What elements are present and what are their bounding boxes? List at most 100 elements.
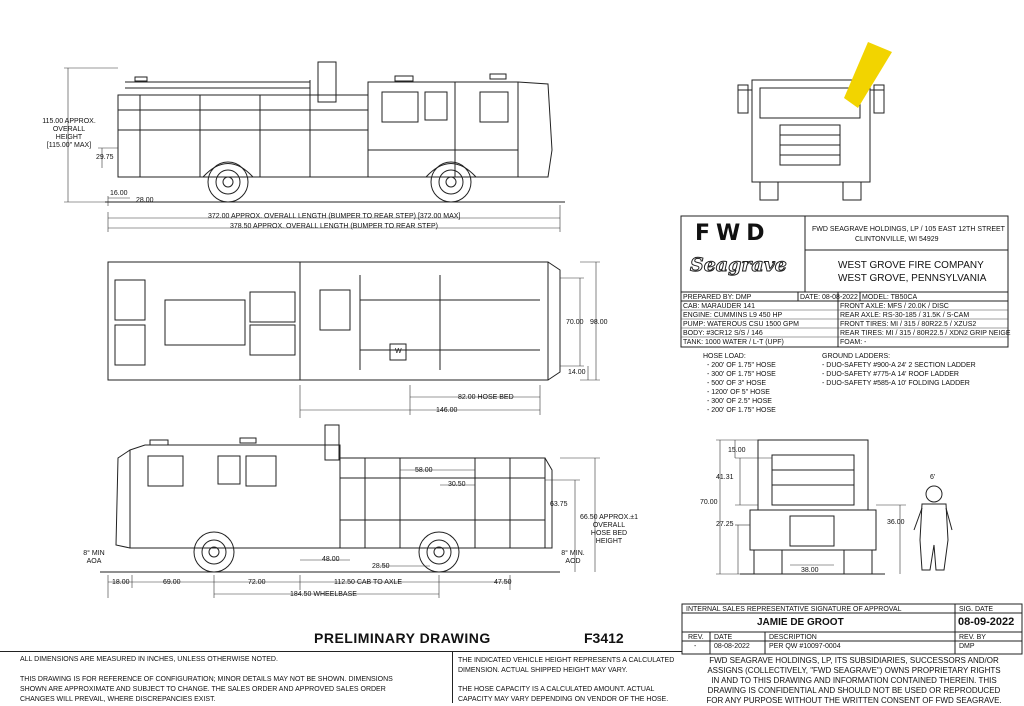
model: MODEL: TB50CA — [862, 294, 918, 301]
preliminary-drawing-title: PRELIMINARY DRAWING — [314, 630, 491, 646]
ground-ladders-title: GROUND LADDERS: — [822, 353, 891, 360]
dim-72-00: 72.00 — [248, 579, 266, 586]
dim-63-75: 63.75 — [550, 501, 568, 508]
rev-row-by: DMP — [959, 643, 975, 650]
w-label: W — [395, 348, 402, 355]
spec-body: BODY: #3CR12 S/S / 146 — [683, 330, 763, 337]
highlight-arrow — [844, 42, 892, 108]
spec-front-tires: FRONT TIRES: MI / 315 / 80R22.5 / XZUS2 — [840, 321, 977, 328]
aod-label: 8° MIN. AOD — [558, 550, 588, 566]
list-item: - 1200' OF 5" HOSE — [707, 389, 770, 396]
hose-bed-line: 66.50 APPROX.±1 — [580, 514, 638, 521]
address-line: CLINTONVILLE, WI 54929 — [855, 236, 939, 243]
dim-16-00: 16.00 — [110, 190, 128, 197]
footer-note-reference: SHOWN ARE APPROXIMATE AND SUBJECT TO CHA… — [20, 686, 386, 693]
dim-28-50: 28.50 — [372, 563, 390, 570]
dim-47-50: 47.50 — [494, 579, 512, 586]
hose-bed-height-label: 66.50 APPROX.±1 OVERALL HOSE BED HEIGHT — [578, 514, 640, 546]
description-label: DESCRIPTION — [769, 634, 817, 641]
overall-length-372: 372.00 APPROX. OVERALL LENGTH (BUMPER TO… — [208, 213, 461, 220]
list-item: - 300' OF 2.5" HOSE — [707, 398, 772, 405]
hose-bed-line: OVERALL — [592, 522, 626, 529]
dim-58-00: 58.00 — [415, 467, 433, 474]
legal-line: FWD SEAGRAVE HOLDINGS, LP, ITS SUBSIDIAR… — [709, 656, 999, 665]
aod-line: AOD — [565, 558, 581, 565]
footer-note-height: THE INDICATED VEHICLE HEIGHT REPRESENTS … — [458, 657, 675, 664]
rev-by-label: REV. BY — [959, 634, 986, 641]
footer-divider — [452, 651, 453, 703]
rear-dim-15-00: 15.00 — [728, 447, 746, 454]
legal-line: FOR ANY PURPOSE WITHOUT THE WRITTEN CONS… — [706, 696, 1002, 705]
dim-48-00: 48.00 — [322, 556, 340, 563]
legal-line: ASSIGNS (COLLECTIVELY, "FWD SEAGRAVE") O… — [707, 666, 1001, 675]
seagrave-logo: Seagrave — [690, 254, 788, 277]
footer-note-reference: THIS DRAWING IS FOR REFERENCE OF CONFIGU… — [20, 676, 393, 683]
rev-label: REV. — [688, 634, 704, 641]
dim-98-00: 98.00 — [590, 319, 608, 326]
spec-foam: FOAM: - — [840, 339, 867, 346]
rear-dim-41-31: 41.31 — [716, 474, 734, 481]
legal-notice: FWD SEAGRAVE HOLDINGS, LP, ITS SUBSIDIAR… — [686, 656, 1022, 706]
spec-pump: PUMP: WATEROUS CSU 1500 GPM — [683, 321, 799, 328]
spec-engine: ENGINE: CUMMINS L9 450 HP — [683, 312, 783, 319]
aod-line: 8° MIN. — [561, 550, 585, 557]
dim-146-00: 146.00 — [436, 407, 458, 414]
address-line: FWD SEAGRAVE HOLDINGS, LP / 105 EAST 12T… — [812, 226, 1005, 233]
list-item: - 300' OF 1.75" HOSE — [707, 371, 776, 378]
list-item: - DUO-SAFETY #775-A 14' ROOF LADDER — [822, 371, 959, 378]
footer-note-hose: THE HOSE CAPACITY IS A CALCULATED AMOUNT… — [458, 686, 655, 693]
spec-tank: TANK: 1000 WATER / L-T (UPF) — [683, 339, 784, 346]
rear-dim-27-25: 27.25 — [716, 521, 734, 528]
dim-112-50-cab-to-axle: 112.50 CAB TO AXLE — [334, 579, 403, 586]
legal-line: DRAWING IS CONFIDENTIAL AND SHOULD NOT B… — [707, 686, 1001, 695]
aoa-label: 8° MIN AOA — [82, 550, 106, 566]
sales-signature-header: INTERNAL SALES REPRESENTATIVE SIGNATURE … — [686, 606, 902, 613]
person-scale-tag: 6' — [930, 474, 936, 481]
spec-front-axle: FRONT AXLE: MFS / 20.0K / DISC — [840, 303, 949, 310]
hose-bed-line: HOSE BED — [590, 530, 628, 537]
height-label-line: [115.00" MAX] — [46, 142, 92, 149]
rev-row-rev: - — [694, 643, 697, 650]
spec-rear-axle: REAR AXLE: RS-30-185 / 31.5K / S-CAM — [840, 312, 970, 319]
customer-location: WEST GROVE, PENNSYLVANIA — [838, 273, 987, 284]
dim-18-00: 18.00 — [112, 579, 130, 586]
legal-line: IN AND TO THIS DRAWING AND INFORMATION C… — [711, 676, 997, 685]
spec-rear-tires: REAR TIRES: MI / 315 / 80R22.5 / XDN2 GR… — [840, 330, 1011, 337]
footer-note-reference: CHANGES WILL PREVAIL, WHERE DISCREPANCIE… — [20, 696, 216, 703]
dim-14-00: 14.00 — [568, 369, 586, 376]
list-item: - DUO-SAFETY #900-A 24' 2 SECTION LADDER — [822, 362, 976, 369]
rear-dim-70-00: 70.00 — [700, 499, 718, 506]
rev-row-date: 08-08-2022 — [714, 643, 750, 650]
sig-date-label: SIG. DATE — [959, 606, 994, 613]
dim-30-50: 30.50 — [448, 481, 466, 488]
drawing-number: F3412 — [584, 630, 624, 646]
list-item: - 500' OF 3" HOSE — [707, 380, 767, 387]
rear-dim-36-00: 36.00 — [887, 519, 905, 526]
list-item: - DUO-SAFETY #585-A 10' FOLDING LADDER — [822, 380, 970, 387]
hose-load-list: HOSE LOAD: - 200' OF 1.75" HOSE - 300' O… — [703, 352, 776, 415]
date-label: DATE — [714, 634, 733, 641]
footer-note-hose: CAPACITY MAY VARY DEPENDING ON VENDOR OF… — [458, 696, 669, 703]
spec-cab: CAB: MARAUDER 141 — [683, 303, 755, 310]
height-label-line: OVERALL — [52, 126, 86, 133]
customer-name: WEST GROVE FIRE COMPANY — [838, 260, 984, 271]
fwd-logo: FWD — [695, 221, 771, 246]
prepared-date: DATE: 08-08-2022 — [800, 294, 858, 301]
footer-divider — [0, 651, 682, 652]
hose-bed-line: HEIGHT — [595, 538, 623, 545]
rev-row-description: PER QW #10097-0004 — [769, 643, 841, 650]
signatory-name: JAMIE DE GROOT — [757, 617, 844, 628]
aoa-line: AOA — [86, 558, 102, 565]
footer-note-units: ALL DIMENSIONS ARE MEASURED IN INCHES, U… — [20, 656, 278, 663]
aoa-line: 8° MIN — [83, 550, 105, 557]
footer-note-height: DIMENSION. ACTUAL SHIPPED HEIGHT MAY VAR… — [458, 667, 628, 674]
signature-date: 08-09-2022 — [958, 616, 1015, 628]
list-item: - 200' OF 1.75" HOSE — [707, 407, 776, 414]
dim-28-00: 28.00 — [136, 197, 154, 204]
